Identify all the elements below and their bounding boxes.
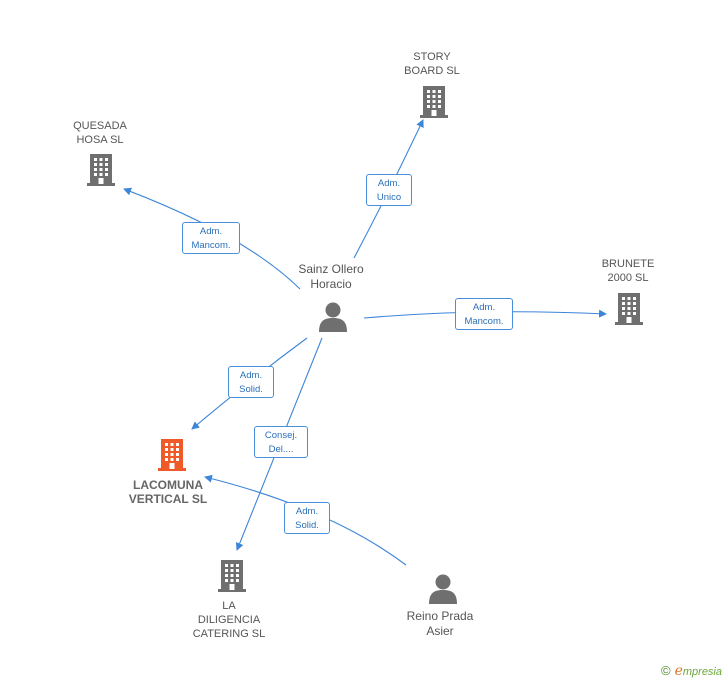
edge-label-line2: Unico — [376, 192, 402, 203]
quesada-building-icon[interactable] — [87, 154, 115, 186]
node-brunete-line1: BRUNETE — [601, 258, 655, 270]
sainz-person-icon[interactable] — [319, 302, 347, 333]
node-story-label[interactable]: STORY BOARD SL — [392, 50, 472, 78]
node-lacomuna-label[interactable]: LACOMUNA VERTICAL SL — [118, 478, 218, 506]
empresia-brand[interactable]: ©empresia — [661, 663, 722, 679]
edge-label-line1: Adm. — [472, 302, 496, 313]
edge-label-line2: Solid. — [239, 384, 263, 395]
edge-label-line2: Solid. — [295, 520, 319, 531]
node-sainz-line1: Sainz Ollero — [298, 262, 364, 276]
node-ladiligencia-line1: LA — [222, 600, 236, 612]
edge-label-sainz-ladiligencia[interactable]: Consej. Del.... — [254, 426, 308, 458]
brand-logo-e: e — [674, 663, 683, 679]
lacomuna-building-icon[interactable] — [158, 439, 186, 471]
node-lacomuna-line2: VERTICAL SL — [128, 492, 208, 506]
edge-label-line1: Adm. — [199, 226, 223, 237]
brand-logo-text: mpresia — [682, 666, 722, 678]
node-ladiligencia-line2: DILIGENCIA — [197, 614, 261, 626]
edge-label-sainz-brunete[interactable]: Adm. Mancom. — [455, 298, 513, 330]
story-building-icon[interactable] — [420, 86, 448, 118]
node-brunete-line2: 2000 SL — [607, 272, 649, 284]
node-brunete-label[interactable]: BRUNETE 2000 SL — [588, 257, 668, 285]
node-ladiligencia-line3: CATERING SL — [192, 628, 266, 640]
edge-label-line1: Adm. — [239, 370, 263, 381]
edge-label-line2: Mancom. — [464, 316, 504, 327]
edge-label-reino-lacomuna[interactable]: Adm. Solid. — [284, 502, 330, 534]
ladiligencia-building-icon[interactable] — [218, 560, 246, 592]
node-sainz-label[interactable]: Sainz Ollero Horacio — [286, 262, 376, 292]
node-story-line1: STORY — [413, 51, 451, 63]
reino-person-icon[interactable] — [429, 574, 457, 605]
node-sainz-line2: Horacio — [310, 277, 352, 291]
edge-label-line2: Del.... — [268, 444, 294, 455]
node-reino-line2: Asier — [426, 624, 454, 638]
node-ladiligencia-label[interactable]: LA DILIGENCIA CATERING SL — [184, 599, 274, 641]
edge-label-line2: Mancom. — [191, 240, 231, 251]
brunete-building-icon[interactable] — [615, 293, 643, 325]
edge-label-sainz-lacomuna[interactable]: Adm. Solid. — [228, 366, 274, 398]
node-story-line2: BOARD SL — [404, 65, 460, 77]
node-quesada-line2: HOSA SL — [76, 134, 124, 146]
edge-label-line1: Adm. — [295, 506, 319, 517]
node-lacomuna-line1: LACOMUNA — [133, 478, 203, 492]
node-quesada-label[interactable]: QUESADA HOSA SL — [60, 119, 140, 147]
edge-label-line1: Adm. — [377, 178, 401, 189]
edge-label-line1: Consej. — [264, 430, 298, 441]
edge-label-sainz-story[interactable]: Adm. Unico — [366, 174, 412, 206]
node-quesada-line1: QUESADA — [73, 120, 127, 132]
node-reino-line1: Reino Prada — [406, 609, 474, 623]
copyright-icon: © — [660, 663, 671, 678]
edge-label-sainz-quesada[interactable]: Adm. Mancom. — [182, 222, 240, 254]
node-reino-label[interactable]: Reino Prada Asier — [395, 609, 485, 639]
